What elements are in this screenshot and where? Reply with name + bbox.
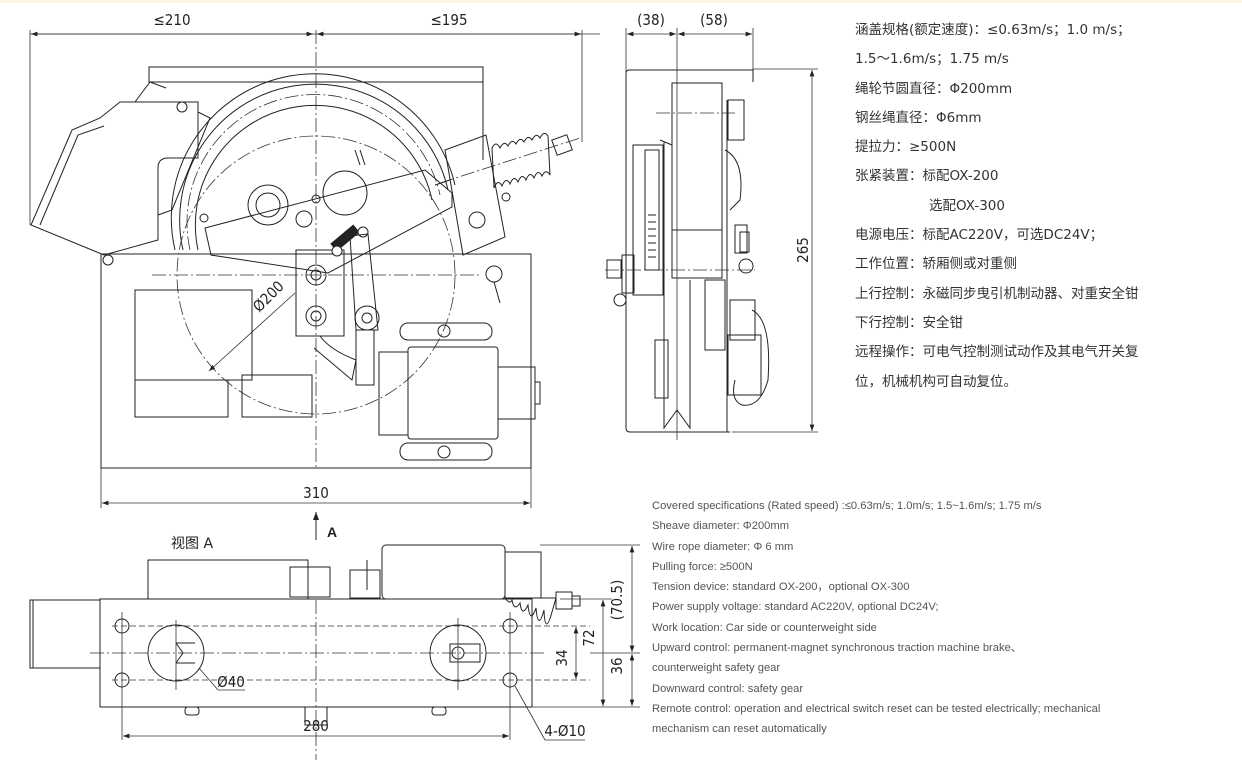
spring-icon [491, 132, 573, 189]
dim-left-offset: (38) [637, 11, 665, 29]
dim-70-5: (70.5) [608, 580, 626, 621]
dim-mount-holes: 4-Ø10 [544, 722, 585, 740]
spec-line: 工作位置：轿厢侧或对重侧 [855, 256, 1017, 273]
lever-arm [204, 169, 453, 274]
spec-line: Wire rope diameter: Φ 6 mm [652, 540, 794, 553]
spec-line: Pulling force: ≥500N [652, 560, 753, 573]
pitch-circle [176, 135, 456, 415]
label-plate-small [134, 379, 229, 418]
top-strip [0, 0, 1242, 3]
label-plate-small [241, 374, 313, 418]
dim-72: 72 [580, 629, 598, 646]
dim-height: 265 [794, 237, 812, 263]
top-bracket [148, 66, 484, 83]
spec-line: Remote control: operation and electrical… [652, 702, 1101, 715]
screw-icon [176, 101, 188, 113]
view-a-title: 视图 A [171, 536, 213, 552]
dim-overall-width: 310 [303, 484, 329, 502]
mount-hole [114, 672, 130, 688]
mount-slot [399, 322, 493, 341]
mount-hole [502, 618, 518, 634]
side-view: (38) (58) 265 [605, 11, 818, 440]
left-arm [30, 101, 199, 256]
mount-hole [114, 618, 130, 634]
spec-line: Tension device: standard OX-200，optional… [652, 581, 910, 594]
spec-line: 选配OX-300 [929, 197, 1005, 214]
spring-block [444, 134, 506, 256]
spec-line: 位，机械机构可自动复位。 [855, 373, 1017, 390]
dim-left-width: ≤210 [153, 11, 190, 29]
dim-right-width: ≤195 [430, 11, 467, 29]
spec-line: 下行控制：安全钳 [855, 314, 963, 331]
solenoid [407, 346, 499, 440]
spec-line: counterweight safety gear [652, 662, 781, 675]
front-view: ≤210 ≤195 [29, 11, 600, 540]
dim-right-offset: (58) [700, 11, 728, 29]
spec-line: 钢丝绳直径：Φ6mm [855, 109, 982, 126]
spec-line: 提拉力：≥500N [855, 139, 957, 156]
view-arrow-label: A [327, 524, 337, 540]
spec-line: Covered specifications (Rated speed) :≤0… [652, 500, 1042, 512]
spec-line: Upward control: permanent-magnet synchro… [652, 642, 1022, 655]
spec-line: 1.5～1.6m/s；1.75 m/s [855, 51, 1009, 68]
dim-36: 36 [608, 657, 626, 674]
cam-roller [247, 184, 289, 226]
view-a: 视图 A [29, 536, 640, 760]
spec-line: Downward control: safety gear [652, 682, 804, 695]
specs-chinese: 涵盖规格(额定速度)：≤0.63m/s；1.0 m/s； 1.5～1.6m/s；… [855, 16, 1235, 397]
sheave-outer-arc [170, 73, 456, 251]
spec-line: Sheave diameter: Φ200mm [652, 520, 790, 533]
spring-icon [504, 591, 581, 625]
bolt-icon [295, 210, 313, 228]
spec-line: 涵盖规格(额定速度)：≤0.63m/s；1.0 m/s； [855, 22, 1131, 38]
spec-line: 远程操作：可电气控制测试动作及其电气开关复 [855, 344, 1139, 361]
spec-line: 电源电压：标配AC220V，可选DC24V； [855, 227, 1104, 244]
sheave-side [671, 82, 723, 279]
spec-line: 绳轮节圆直径：Φ200mm [855, 80, 1013, 97]
nut-block [295, 249, 345, 337]
spec-line: Power supply voltage: standard AC220V, o… [652, 601, 939, 614]
spec-line: Work location: Car side or counterweight… [652, 621, 877, 634]
spec-line: 张紧装置：标配OX-200 [855, 168, 999, 185]
dim-bore: Ø40 [217, 673, 245, 691]
spec-line: mechanism can reset automatically [652, 723, 827, 736]
mount-slot [399, 442, 493, 461]
label-plate-large [134, 289, 253, 381]
dim-34: 34 [553, 649, 571, 666]
housing [625, 69, 754, 433]
screw-icon [102, 254, 114, 266]
spring-icon [330, 224, 360, 252]
solenoid-top [381, 544, 506, 600]
side-tab [29, 599, 101, 669]
dim-sheave-diameter: Ø200 [249, 277, 287, 315]
base-plate [100, 253, 532, 469]
mount-hole [502, 672, 518, 688]
specs-english: Covered specifications (Rated speed) :≤0… [652, 496, 1242, 740]
dim-hole-spacing: 280 [303, 717, 329, 735]
spec-line: 上行控制：永磁同步曳引机制动器、对重安全钳 [855, 285, 1139, 302]
